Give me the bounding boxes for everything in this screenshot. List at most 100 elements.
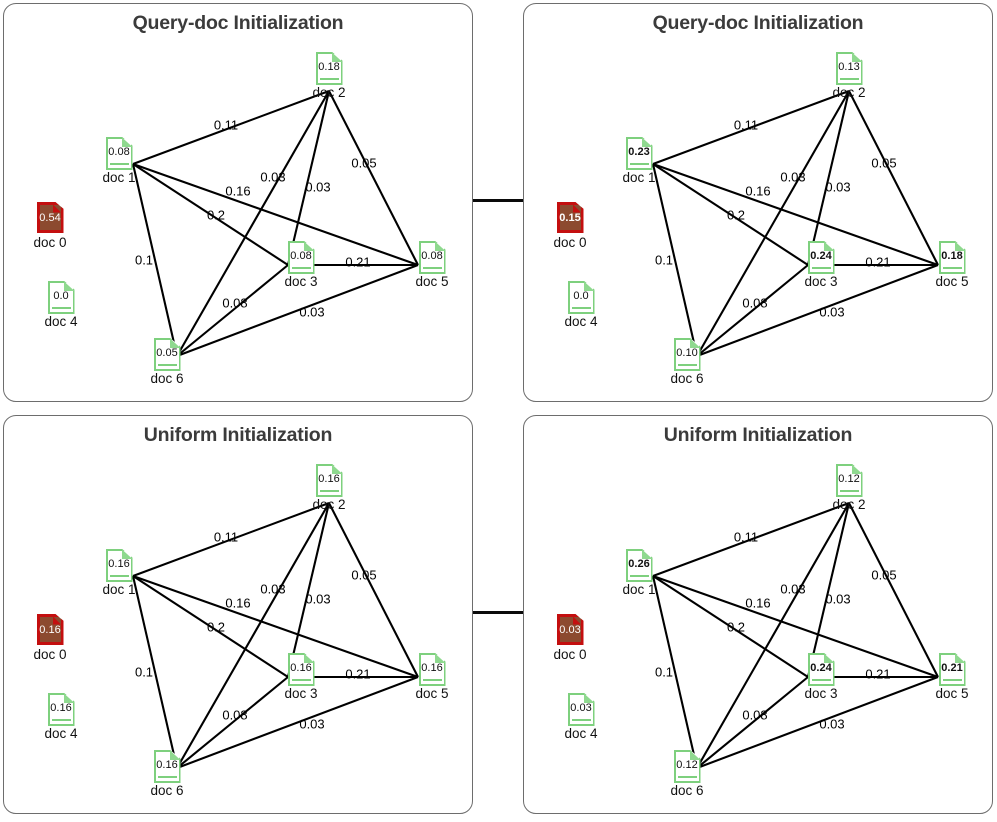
edge-weight-label: 0.1 [134, 664, 154, 680]
node-id-label: doc 2 [312, 497, 346, 512]
doc-underline [571, 306, 591, 309]
node-score-value: 0.0 [573, 290, 589, 302]
doc-underline [109, 162, 129, 165]
edge-weight-label: 0.05 [351, 567, 377, 583]
document-green-icon: 0.18 [315, 52, 343, 85]
bottom-panels-connector [473, 611, 523, 614]
document-green-icon: 0.13 [835, 52, 863, 85]
document-green-icon: 0.23 [625, 137, 653, 170]
node-score-value: 0.18 [318, 61, 340, 73]
edge-weight-label: 0.16 [745, 595, 771, 611]
doc-underline [839, 489, 859, 492]
edge-weight-label: 0.05 [871, 155, 897, 171]
panel-title: Uniform Initialization [663, 424, 853, 446]
panel-title: Uniform Initialization [143, 424, 333, 446]
document-green-icon: 0.16 [153, 750, 181, 783]
doc-fold-corner [121, 549, 133, 559]
edge-weight-label: 0.1 [654, 252, 674, 268]
edge-weight-label: 0.11 [213, 529, 239, 545]
node-score-value: 0.03 [570, 702, 592, 714]
doc-underline [109, 574, 129, 577]
edge-weight-label: 0.2 [726, 619, 746, 635]
doc-underline [291, 678, 311, 681]
doc-underline [839, 77, 859, 80]
edge-weight-label: 0.08 [742, 707, 768, 723]
node-id-label: doc 6 [150, 371, 184, 386]
node-score-value: 0.15 [559, 212, 581, 224]
document-green-icon: 0.0 [47, 281, 75, 314]
document-green-icon: 0.10 [673, 338, 701, 371]
node-score-value: 0.16 [39, 624, 61, 636]
edge-weight-label: 0.1 [654, 664, 674, 680]
edge-weight-label: 0.03 [260, 169, 286, 185]
node-id-label: doc 0 [553, 235, 587, 250]
node-score-value: 0.16 [50, 702, 72, 714]
node-id-label: doc 1 [102, 170, 136, 185]
panel-title: Query-doc Initialization [652, 12, 864, 34]
edge-weight-label: 0.16 [745, 183, 771, 199]
doc-fold-corner [303, 653, 315, 663]
node-score-value: 0.24 [810, 662, 832, 674]
doc-underline [571, 718, 591, 721]
document-green-icon: 0.16 [105, 549, 133, 582]
node-score-value: 0.23 [628, 146, 650, 158]
graph-edge [328, 502, 419, 678]
doc-fold-corner [303, 241, 315, 251]
graph-node-doc-3[interactable]: 0.24 doc 3 [789, 653, 853, 701]
graph-node-doc-0[interactable]: 0.15 doc 0 [538, 202, 602, 250]
node-score-value: 0.03 [559, 624, 581, 636]
edge-weight-label: 0.03 [305, 179, 331, 195]
edge-weight-label: 0.03 [819, 716, 845, 732]
edge-weight-label: 0.1 [134, 252, 154, 268]
node-id-label: doc 5 [935, 274, 969, 289]
node-score-value: 0.08 [421, 250, 443, 262]
graph-edge [848, 90, 939, 266]
document-green-icon: 0.26 [625, 549, 653, 582]
node-id-label: doc 3 [804, 686, 838, 701]
doc-fold-corner [63, 693, 75, 703]
doc-fold-corner [583, 281, 595, 291]
graph-edge [286, 502, 331, 678]
node-score-value: 0.21 [941, 662, 963, 674]
document-green-icon: 0.16 [418, 653, 446, 686]
document-green-icon: 0.16 [47, 693, 75, 726]
document-red-icon: 0.16 [36, 614, 64, 647]
doc-fold-corner [851, 464, 863, 474]
document-green-icon: 0.0 [567, 281, 595, 314]
doc-underline [157, 775, 177, 778]
doc-sheet [556, 202, 584, 233]
edge-weight-label: 0.05 [351, 155, 377, 171]
edge-weight-label: 0.03 [299, 304, 325, 320]
document-green-icon: 0.08 [287, 241, 315, 274]
node-score-value: 0.24 [810, 250, 832, 262]
